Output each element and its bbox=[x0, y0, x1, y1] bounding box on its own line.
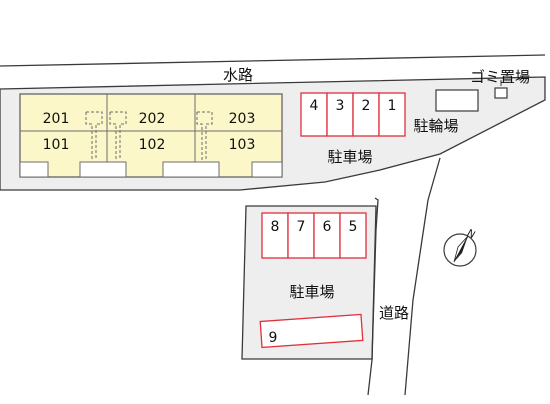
building-outline bbox=[19, 93, 283, 178]
parking-upper: 4 3 2 1 bbox=[300, 92, 406, 137]
parking-stall-5-label: 5 bbox=[349, 219, 358, 235]
unit-102-label: 102 bbox=[139, 137, 166, 153]
parking-lower: 8 7 6 5 bbox=[261, 212, 367, 259]
parking-stall-9 bbox=[259, 313, 364, 349]
stair-dashed-1 bbox=[85, 111, 103, 160]
garbage-label: ゴミ置場 bbox=[470, 68, 530, 86]
north-compass-icon: N bbox=[443, 228, 477, 267]
entrance-notch-2 bbox=[79, 161, 127, 178]
parking-stall-3-label: 3 bbox=[336, 98, 345, 114]
parking-stall-4-label: 4 bbox=[310, 98, 319, 114]
garbage-area bbox=[494, 87, 508, 99]
waterway-label: 水路 bbox=[223, 66, 253, 84]
parking-stall-8-label: 8 bbox=[271, 219, 280, 235]
unit-203-label: 203 bbox=[229, 111, 256, 127]
entrance-notch-4 bbox=[251, 161, 283, 178]
apartment-building: 201 202 203 101 102 103 bbox=[19, 93, 283, 178]
compass-needle-light bbox=[453, 235, 469, 263]
parking-stall-8 bbox=[261, 212, 289, 259]
entrance-notch-3 bbox=[162, 161, 220, 178]
compass-north-label: N bbox=[465, 228, 477, 241]
parking-stall-4 bbox=[300, 92, 328, 137]
parking-stall-6 bbox=[313, 212, 341, 259]
parking-stall-1 bbox=[378, 92, 406, 137]
unit-101-label: 101 bbox=[43, 137, 70, 153]
parking-lower-label: 駐車場 bbox=[289, 283, 334, 301]
parking-stall-7-label: 7 bbox=[297, 219, 306, 235]
parking-stall-5 bbox=[339, 212, 367, 259]
bicycle-parking-label: 駐輪場 bbox=[413, 117, 458, 135]
parking-stall-2-label: 2 bbox=[362, 98, 371, 114]
unit-201-label: 201 bbox=[43, 111, 70, 127]
parking-upper-label: 駐車場 bbox=[327, 148, 372, 166]
stair-dashed-2 bbox=[109, 111, 127, 160]
parking-stall-6-label: 6 bbox=[323, 219, 332, 235]
entrance-notch-1 bbox=[19, 161, 49, 178]
road-edge-right bbox=[404, 157, 441, 396]
road-edge-left bbox=[367, 197, 379, 396]
road-label: 道路 bbox=[379, 304, 409, 322]
parking-stall-1-label: 1 bbox=[388, 98, 397, 114]
stair-dashed-3 bbox=[196, 111, 213, 160]
waterway-line bbox=[0, 54, 546, 67]
unit-103-label: 103 bbox=[229, 137, 256, 153]
bicycle-parking-area bbox=[435, 89, 479, 112]
parking-stall-9-label: 9 bbox=[269, 330, 278, 346]
unit-202-label: 202 bbox=[139, 111, 166, 127]
parking-stall-2 bbox=[352, 92, 380, 137]
